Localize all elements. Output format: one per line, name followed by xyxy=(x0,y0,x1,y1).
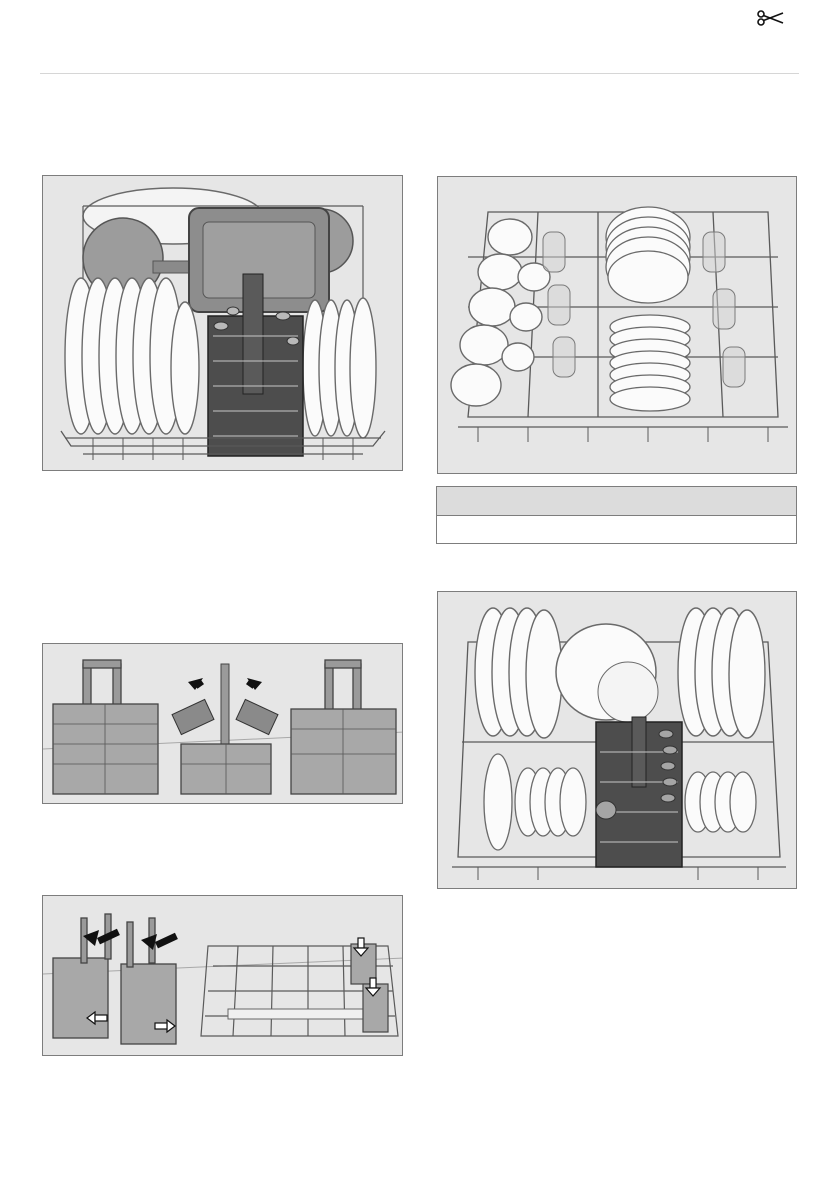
info-table-header xyxy=(437,487,796,516)
info-table-row xyxy=(437,516,796,543)
scissor-icon xyxy=(756,10,784,26)
header-divider xyxy=(40,73,799,74)
cutlery-basket-insert-illustration xyxy=(42,895,403,1056)
lower-rack-plates-bowls-illustration xyxy=(437,591,797,889)
upper-rack-cups-plates-illustration xyxy=(437,176,797,474)
lower-rack-loaded-illustration xyxy=(42,175,403,471)
cutlery-basket-split-illustration xyxy=(42,643,403,804)
info-table xyxy=(436,486,797,544)
